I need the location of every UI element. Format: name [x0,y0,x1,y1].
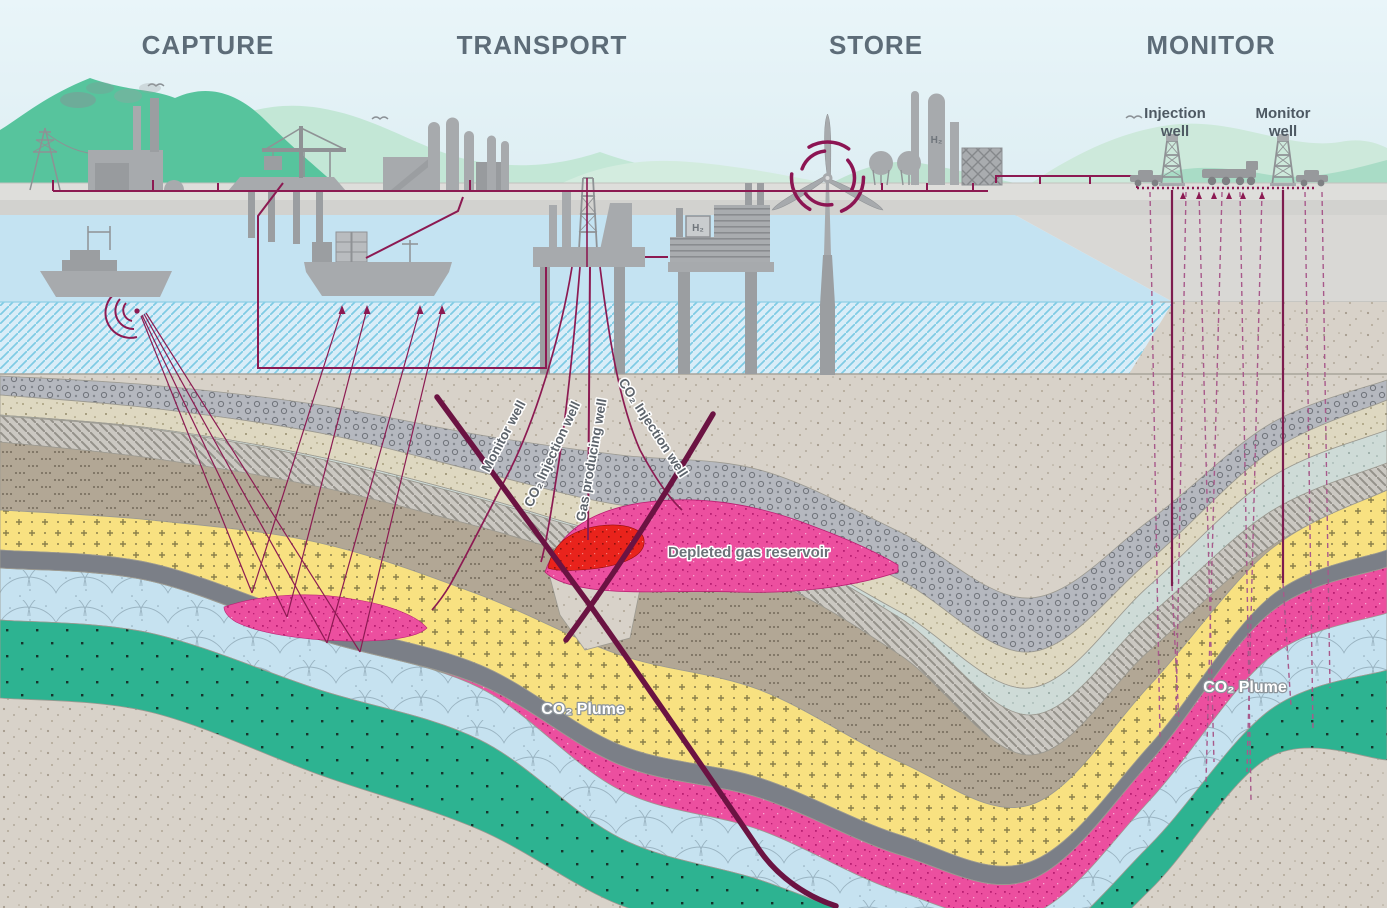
main-fault [434,394,839,908]
ship-hull [304,262,452,296]
platform-deck [533,247,645,267]
co2-pipelines [52,175,1138,369]
capture-refinery [383,117,509,190]
seismic-return-arrows [338,305,446,314]
label-co2-plume-right: CO₂ Plume [1203,679,1287,696]
chimney-icon [133,106,141,152]
smoke [60,92,96,108]
h2-sign [685,215,711,238]
co2-plume-left-lens [223,594,428,642]
fault-branch [563,411,716,643]
chimney-icon [150,98,159,152]
vibroseis-truck-icon [1202,161,1258,186]
monitor-site-labels: Injection well Monitor well [1144,105,1310,140]
injection-well-label-1: Injection [1144,105,1206,122]
seismic-rays [140,308,443,653]
containers-icon [335,231,368,263]
co2-injection-well-left-line [540,266,581,563]
wind-turbine [769,113,885,375]
ship-mast-icon [87,226,111,250]
platform-stack-icon [562,190,571,249]
monitor-well-line [431,266,573,611]
h2-store-label: H₂ [931,135,943,146]
capture-power-plant [29,82,184,191]
injection-well-label-2: well [1160,123,1189,140]
smoke [139,83,161,93]
mountains [0,78,1387,184]
monitoring-seismic-dashes [1149,191,1331,801]
h2-offshore-label: H₂ [692,223,704,234]
label-co2-plume-left: CO₂ Plume [541,701,625,718]
ship-hull [40,271,172,297]
ship-loading-arm [365,196,464,259]
gas-sphere-icon [869,151,893,175]
seismic-survey [104,294,446,653]
monitor-site [1130,133,1331,801]
flare-stack-icon [911,95,919,185]
funnel-icon [316,230,323,242]
storage-dome-icon [164,180,184,190]
store-facility: H₂ [869,91,1003,186]
seismic-wave-arcs-icon [104,294,138,339]
geology [0,373,1387,908]
h2-plant-building [714,205,770,262]
port-crane-pier [228,126,346,244]
header-transport: TRANSPORT [457,30,628,60]
stage-headers: CAPTURE TRANSPORT STORE MONITOR [142,30,1275,60]
header-store: STORE [829,30,923,60]
gas-producing-well-line [587,266,591,541]
monitor-well-label-1: Monitor [1256,105,1311,122]
smoke [86,82,114,94]
seismic-source-icon [134,308,140,314]
monitor-well-label-2: well [1268,123,1297,140]
subsea-pipeline [257,182,547,369]
seismic-survey-ship [40,226,172,297]
conveyor-icon [391,156,437,190]
pier-deck [228,177,346,191]
layer-basement [0,619,1387,908]
rotation-arcs-icon [789,140,866,216]
header-capture: CAPTURE [142,30,275,60]
label-depleted-gas-reservoir: Depleted gas reservoir [668,544,830,561]
offshore-h2-plant: H₂ [668,183,774,374]
depleted-gas-reservoir [544,499,899,593]
fault-lines [434,394,839,908]
layer-co2-storage-band [0,566,1387,908]
sea-cross-section [0,302,1173,374]
monitoring-return-arrows [1180,192,1265,199]
header-monitor: MONITOR [1146,30,1275,60]
crane-icon [262,126,346,178]
platform-stack-icon [549,205,557,249]
h2-column [928,102,945,185]
geology-labels: Depleted gas reservoir CO₂ Plume CO₂ Plu… [540,543,1288,720]
smoke [114,89,142,103]
sea [0,215,1173,374]
